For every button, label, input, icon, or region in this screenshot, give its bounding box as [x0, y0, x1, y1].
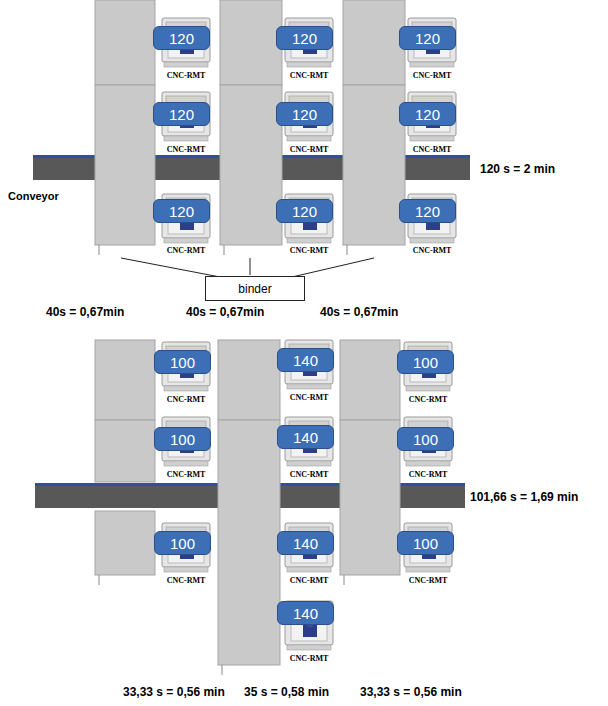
machine-label: CNC-RMT [167, 246, 206, 255]
time-label: 35 s = 0,58 min [244, 685, 329, 699]
machine-label: CNC-RMT [409, 395, 448, 404]
machine-label: CNC-RMT [167, 576, 206, 585]
machine-label: CNC-RMT [167, 71, 206, 80]
cycle-time-badge: 120 [399, 102, 456, 126]
cycle-time: 100 [170, 431, 195, 448]
machine-label: CNC-RMT [290, 470, 329, 479]
machine-label: CNC-RMT [290, 145, 329, 154]
cycle-time: 100 [170, 354, 195, 371]
machine-label: CNC-RMT [167, 395, 206, 404]
machine-label: CNC-RMT [290, 654, 329, 663]
machine-panel [95, 0, 405, 665]
leader-line [121, 258, 374, 277]
cycle-time-badge: 120 [153, 199, 210, 223]
cycle-time-badge: 140 [277, 531, 334, 555]
binder-box: binder [205, 276, 305, 301]
cycle-time: 100 [413, 431, 438, 448]
cycle-time: 100 [413, 354, 438, 371]
time-label: 33,33 s = 0,56 min [360, 685, 462, 699]
cycle-time-badge: 120 [153, 26, 210, 50]
cycle-time: 120 [169, 106, 194, 123]
time-label: 101,66 s = 1,69 min [470, 490, 578, 504]
machine-label: CNC-RMT [413, 145, 452, 154]
machine-label: CNC-RMT [409, 470, 448, 479]
binder-label: binder [238, 282, 271, 296]
cycle-time-badge: 120 [399, 199, 456, 223]
machine-label: CNC-RMT [290, 246, 329, 255]
cycle-time: 120 [415, 203, 440, 220]
cycle-time: 120 [292, 106, 317, 123]
machine-label: CNC-RMT [290, 576, 329, 585]
machine-label: CNC-RMT [413, 71, 452, 80]
cycle-time: 140 [293, 352, 318, 369]
machine-label: CNC-RMT [290, 71, 329, 80]
cycle-time: 120 [415, 106, 440, 123]
cycle-time-badge: 120 [276, 199, 333, 223]
time-label: 33,33 s = 0,56 min [123, 685, 225, 699]
cycle-time: 120 [292, 203, 317, 220]
cycle-time-badge: 100 [397, 427, 454, 451]
cycle-time-badge: 100 [397, 531, 454, 555]
machine-label: CNC-RMT [413, 246, 452, 255]
panel-leg [99, 245, 347, 675]
time-label: 40s = 0,67min [46, 305, 124, 319]
cycle-time: 120 [169, 203, 194, 220]
machine-label: CNC-RMT [290, 393, 329, 402]
cycle-time: 120 [169, 30, 194, 47]
cycle-time-badge: 140 [277, 601, 334, 625]
cycle-time: 120 [292, 30, 317, 47]
time-label: 40s = 0,67min [186, 305, 264, 319]
conveyor-label: Conveyor [8, 190, 59, 202]
cycle-time-badge: 100 [154, 427, 211, 451]
cycle-time: 100 [170, 535, 195, 552]
machine-label: CNC-RMT [167, 470, 206, 479]
time-label: 120 s = 2 min [480, 162, 555, 176]
cycle-time-badge: 120 [399, 26, 456, 50]
cycle-time-badge: 100 [154, 350, 211, 374]
cycle-time: 120 [415, 30, 440, 47]
cycle-time-badge: 120 [276, 26, 333, 50]
cycle-time-badge: 120 [276, 102, 333, 126]
cycle-time: 140 [293, 605, 318, 622]
cycle-time: 140 [293, 429, 318, 446]
time-label: 40s = 0,67min [320, 305, 398, 319]
machine-label: CNC-RMT [409, 576, 448, 585]
cycle-time: 100 [413, 535, 438, 552]
cycle-time-badge: 100 [154, 531, 211, 555]
machine-label: CNC-RMT [167, 145, 206, 154]
cycle-time-badge: 120 [153, 102, 210, 126]
cycle-time: 140 [293, 535, 318, 552]
cycle-time-badge: 100 [397, 350, 454, 374]
cycle-time-badge: 140 [277, 348, 334, 372]
cycle-time-badge: 140 [277, 425, 334, 449]
